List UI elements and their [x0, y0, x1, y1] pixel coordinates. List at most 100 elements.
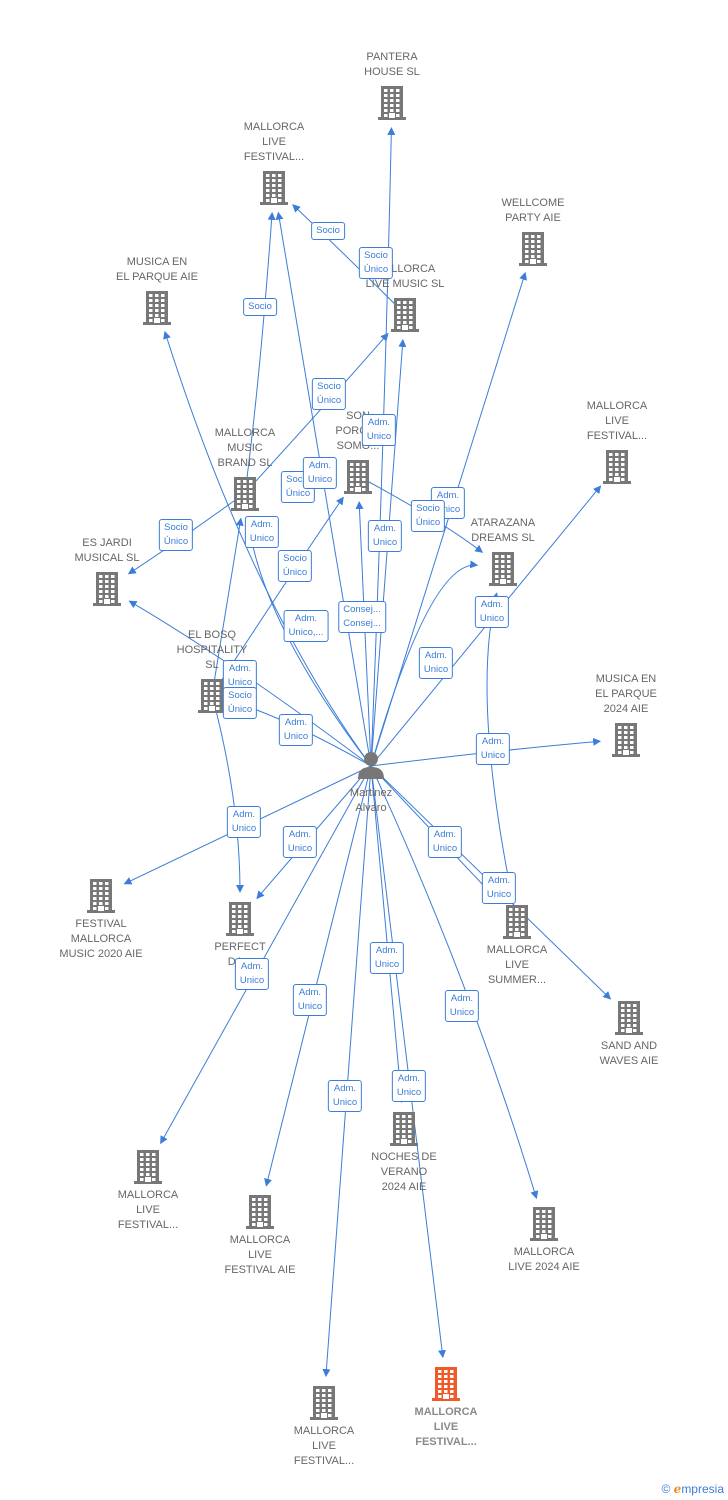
building-icon[interactable]: [378, 84, 406, 120]
building-icon[interactable]: [615, 999, 643, 1035]
relation-badge[interactable]: Consej...Consej...: [338, 601, 386, 633]
building-icon[interactable]: [390, 1110, 418, 1146]
person-name[interactable]: Martinez Alvaro: [331, 786, 411, 816]
company-label-line: MALLORCA: [486, 944, 548, 956]
company-label-line: MALLORCA: [117, 1189, 179, 1201]
building-icon[interactable]: [391, 296, 419, 332]
relation-badge-line: Unico,...: [288, 627, 324, 638]
building-icon[interactable]: [603, 448, 631, 484]
relation-badge[interactable]: Adm. Unico,...: [283, 610, 329, 642]
relation-badge-line: Socio: [286, 474, 310, 485]
relation-badge-line: Único: [285, 488, 311, 499]
relation-badge[interactable]: Adm.Unico: [474, 596, 510, 628]
building-icon[interactable]: [432, 1365, 460, 1401]
building-icon[interactable]: [134, 1148, 162, 1184]
company-label-line: BRAND SL: [217, 457, 273, 469]
building-icon[interactable]: [246, 1193, 274, 1229]
relation-badge[interactable]: Adm.Unico: [292, 984, 328, 1016]
company-label-line: WELLCOME: [501, 197, 565, 209]
relation-badge[interactable]: Adm.Unico: [369, 942, 405, 974]
building-icon[interactable]: [143, 289, 171, 325]
relation-badge[interactable]: Adm.Unico: [444, 990, 480, 1022]
edge-line: [370, 765, 539, 1200]
building-icon[interactable]: [612, 721, 640, 757]
building-icon[interactable]: [310, 1384, 338, 1420]
relation-badge-line: Único: [316, 395, 342, 406]
company-label-line: MUSICAL SL: [74, 552, 140, 564]
relation-badge-line: Adm.: [436, 490, 460, 501]
building-icon[interactable]: [93, 570, 121, 606]
company-label-line: SON: [346, 410, 370, 422]
relation-badge[interactable]: Socio: [311, 222, 345, 240]
company-label-line: FESTIVAL: [75, 918, 127, 930]
relation-badge-line: Unico: [227, 677, 253, 688]
relation-badge-line: Adm.: [294, 613, 318, 624]
relation-badge[interactable]: Adm.Unico: [481, 872, 517, 904]
building-icon[interactable]: [231, 475, 259, 511]
building-icon[interactable]: [503, 903, 531, 939]
relation-badge-line: Unico: [287, 843, 313, 854]
relation-badge[interactable]: Adm.Unico: [367, 520, 403, 552]
building-icon[interactable]: [530, 1205, 558, 1241]
company-label-line: MALLORCA: [293, 1425, 355, 1437]
relation-badge-line: Unico: [480, 750, 506, 761]
relation-badge[interactable]: Adm.Unico: [282, 826, 318, 858]
building-icon[interactable]: [489, 550, 517, 586]
edge-line: [264, 765, 372, 1187]
relation-badge-line: Adm.: [308, 460, 332, 471]
relation-badge[interactable]: Adm.Unico: [361, 414, 397, 446]
building-icon[interactable]: [87, 877, 115, 913]
company-label-line: SL: [205, 659, 219, 671]
company-label-line: MALLORCA: [214, 427, 276, 439]
relation-badge[interactable]: Adm.Unico: [234, 958, 270, 990]
relation-badge[interactable]: Adm.Unico: [427, 826, 463, 858]
building-icon[interactable]: [344, 458, 372, 494]
relation-badge[interactable]: Adm.Unico: [327, 1080, 363, 1112]
relation-badge[interactable]: Adm.Unico: [391, 1070, 427, 1102]
brand-footer[interactable]: © empresia: [661, 1482, 724, 1496]
building-icon[interactable]: [226, 900, 254, 936]
relation-badge-line: Único: [163, 536, 189, 547]
building-icon[interactable]: [198, 677, 226, 713]
building-icon[interactable]: [260, 169, 288, 205]
relation-badge[interactable]: Adm.Unico: [302, 457, 338, 489]
relation-badge[interactable]: Adm.Unico: [475, 733, 511, 765]
relation-badge[interactable]: Socio: [243, 298, 277, 316]
company-label-line: HOUSE SL: [364, 66, 420, 78]
person-icon[interactable]: [356, 750, 386, 780]
company-label-line: 2024 AIE: [381, 1181, 427, 1193]
relation-badge[interactable]: Adm.Unico: [226, 806, 262, 838]
company-label-line: FESTIVAL...: [243, 151, 305, 163]
relation-badge[interactable]: Adm.Unico: [418, 647, 454, 679]
building-icon[interactable]: [519, 230, 547, 266]
relation-badge[interactable]: Adm.Unico: [222, 660, 258, 692]
relation-badge[interactable]: Adm.Unico: [244, 516, 280, 548]
relation-badge[interactable]: Adm.Unico: [278, 714, 314, 746]
